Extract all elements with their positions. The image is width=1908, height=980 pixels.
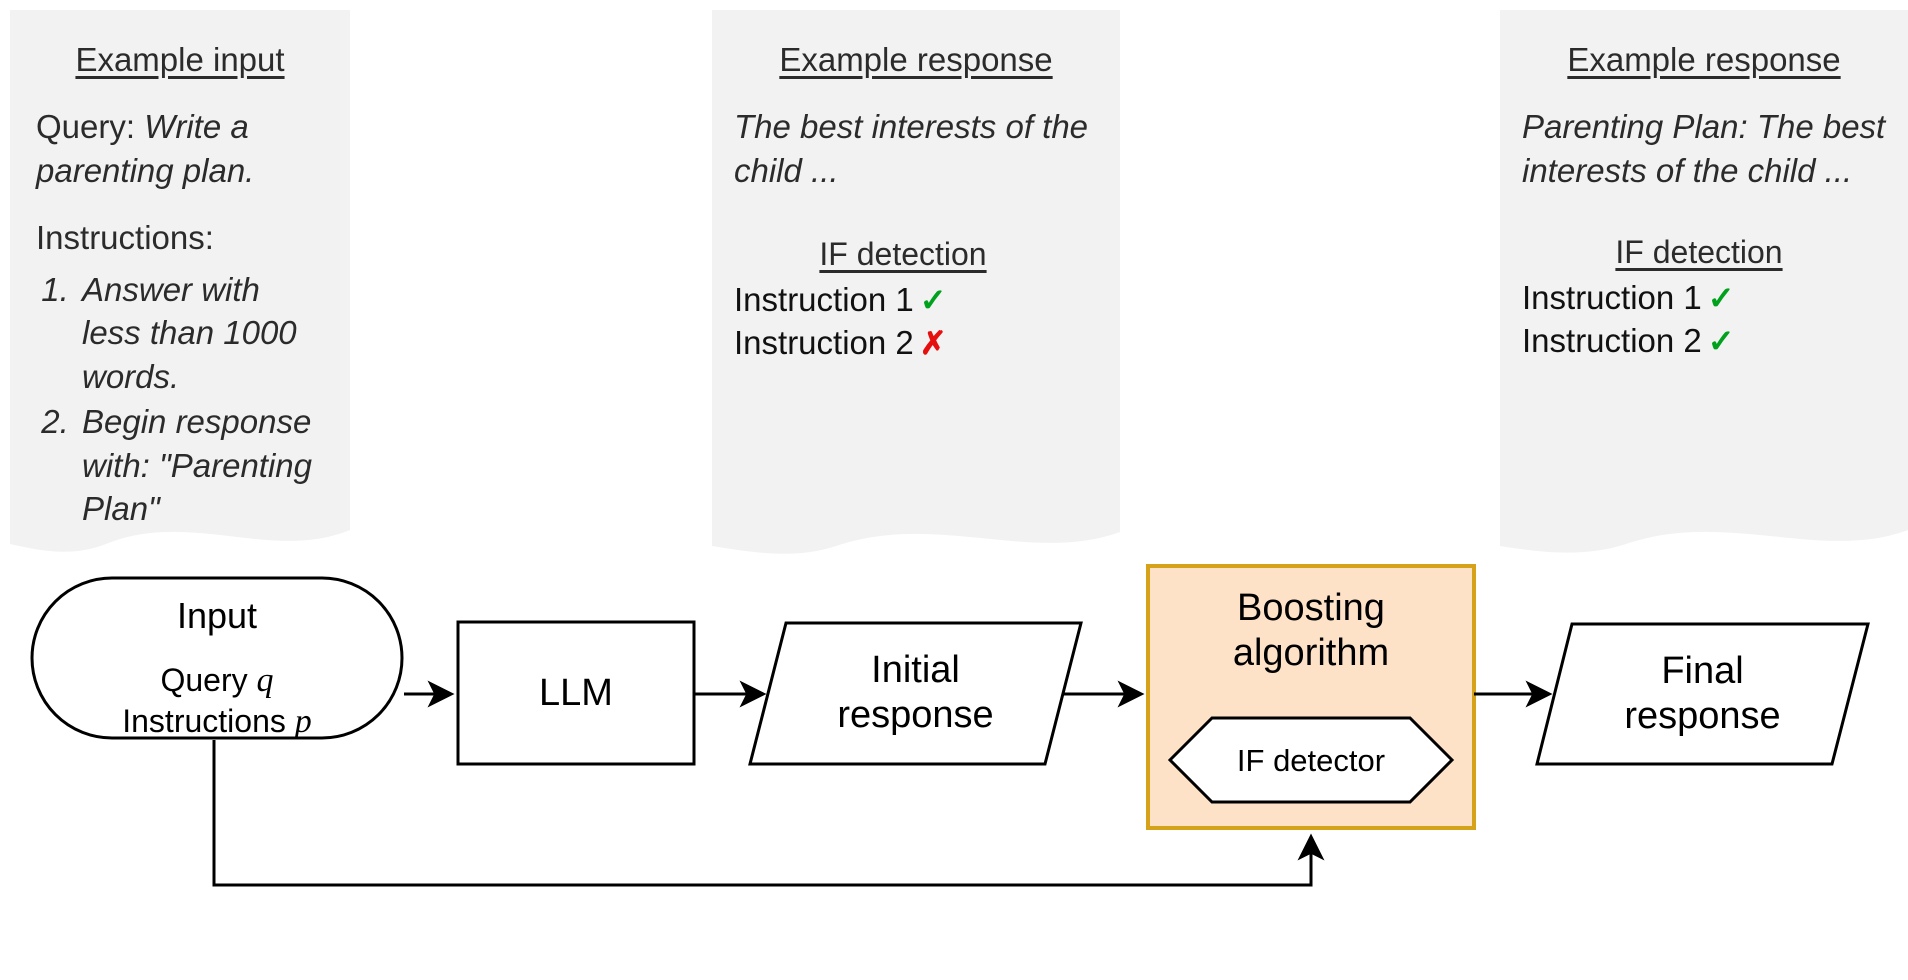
final-response-node[interactable] xyxy=(1537,624,1868,764)
input-node[interactable] xyxy=(32,578,402,738)
check-icon: ✓ xyxy=(1707,322,1735,359)
cross-icon: ✗ xyxy=(919,324,947,361)
check-icon: ✓ xyxy=(1707,280,1735,317)
instruction-item: Begin response with: "Parenting Plan" xyxy=(78,400,324,531)
detection-row: Instruction 1✓ xyxy=(1522,277,1886,320)
detection-label: Instruction 1 xyxy=(1522,279,1702,317)
if-detection-title: IF detection xyxy=(1615,234,1783,271)
instructions-list: Answer with less than 1000 words. Begin … xyxy=(36,268,324,531)
torn-paper-shape xyxy=(712,10,1120,554)
query-text: Write a parenting plan. xyxy=(36,107,255,189)
instruction-item: Answer with less than 1000 words. xyxy=(78,268,324,399)
query-label: Query: xyxy=(36,107,136,145)
if-detector-node[interactable] xyxy=(1170,718,1452,802)
torn-paper-shape xyxy=(10,10,350,552)
detection-row: Instruction 2✗ xyxy=(734,322,1098,365)
note-panel-example-response-initial: Example response The best interests of t… xyxy=(712,10,1120,555)
torn-paper-shape xyxy=(1500,10,1908,553)
note-title: Example response xyxy=(779,41,1053,78)
response-body: The best interests of the child ... xyxy=(734,107,1089,189)
initial-response-node[interactable] xyxy=(750,623,1081,764)
detection-label: Instruction 1 xyxy=(734,281,914,319)
response-body: Parenting Plan: The best interests of th… xyxy=(1522,107,1886,189)
detection-row: Instruction 2✓ xyxy=(1522,320,1886,363)
detection-label: Instruction 2 xyxy=(734,323,914,361)
detection-row: Instruction 1✓ xyxy=(734,279,1098,322)
note-panel-example-response-final: Example response Parenting Plan: The bes… xyxy=(1500,10,1908,555)
note-title: Example input xyxy=(75,41,285,78)
query-line: Query: Write a parenting plan. xyxy=(36,105,324,192)
if-detection-title: IF detection xyxy=(819,236,987,273)
instructions-label: Instructions: xyxy=(36,219,214,257)
detection-label: Instruction 2 xyxy=(1522,321,1702,359)
llm-node[interactable] xyxy=(458,622,694,764)
note-title: Example response xyxy=(1567,41,1841,78)
check-icon: ✓ xyxy=(919,282,947,319)
note-panel-example-input: Example input Query: Write a parenting p… xyxy=(10,10,350,555)
